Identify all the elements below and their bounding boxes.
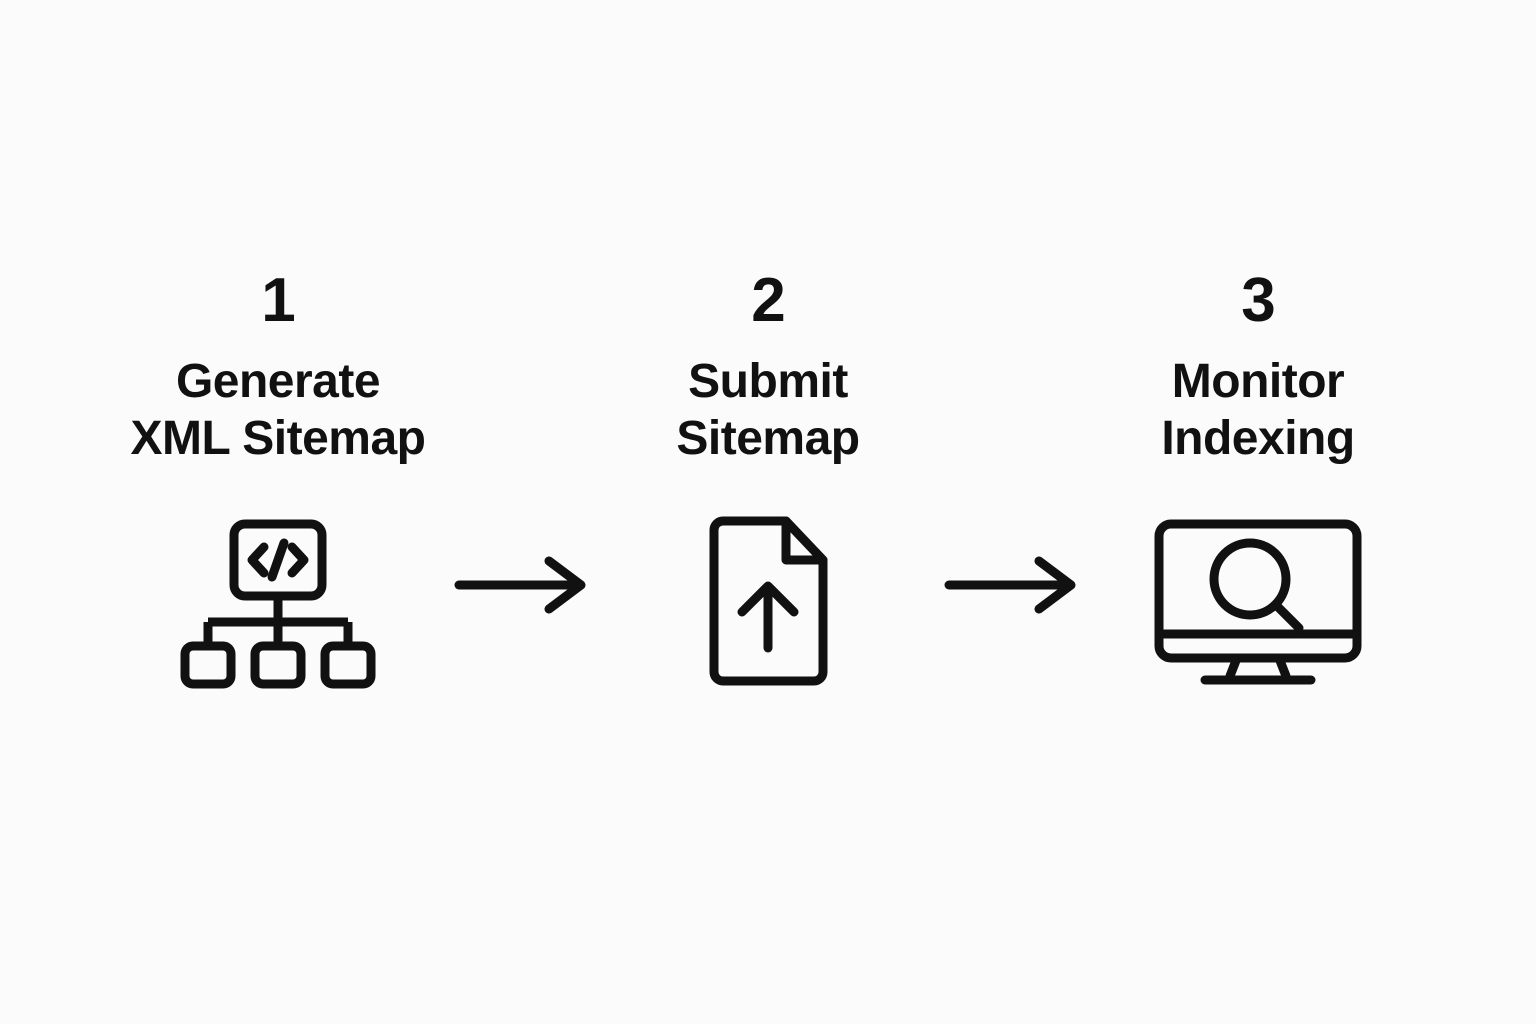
connector-1: [443, 270, 603, 615]
step-2: 2 Submit Sitemap: [603, 270, 933, 693]
connector-2: [933, 270, 1093, 615]
step-3: 3 Monitor Indexing: [1093, 270, 1423, 693]
step-1-icon-wrap: [178, 514, 378, 694]
step-3-label: Monitor Indexing: [1161, 355, 1355, 465]
step-2-label: Submit Sitemap: [676, 355, 860, 465]
step-2-icon-wrap: [698, 514, 838, 694]
step-1: 1 Generate XML Sitemap: [113, 270, 443, 693]
sitemap-code-icon: [180, 519, 376, 689]
arrow-right-icon: [454, 556, 586, 614]
flow-container: 1 Generate XML Sitemap: [113, 270, 1423, 693]
arrow-right-icon: [944, 556, 1076, 614]
step-1-number: 1: [261, 266, 295, 336]
monitor-search-icon: [1154, 519, 1362, 685]
step-3-number: 3: [1241, 266, 1275, 336]
step-1-label: Generate XML Sitemap: [130, 355, 426, 465]
file-upload-icon: [709, 516, 828, 686]
step-2-number: 2: [751, 266, 785, 336]
step-3-icon-wrap: [1153, 514, 1363, 694]
